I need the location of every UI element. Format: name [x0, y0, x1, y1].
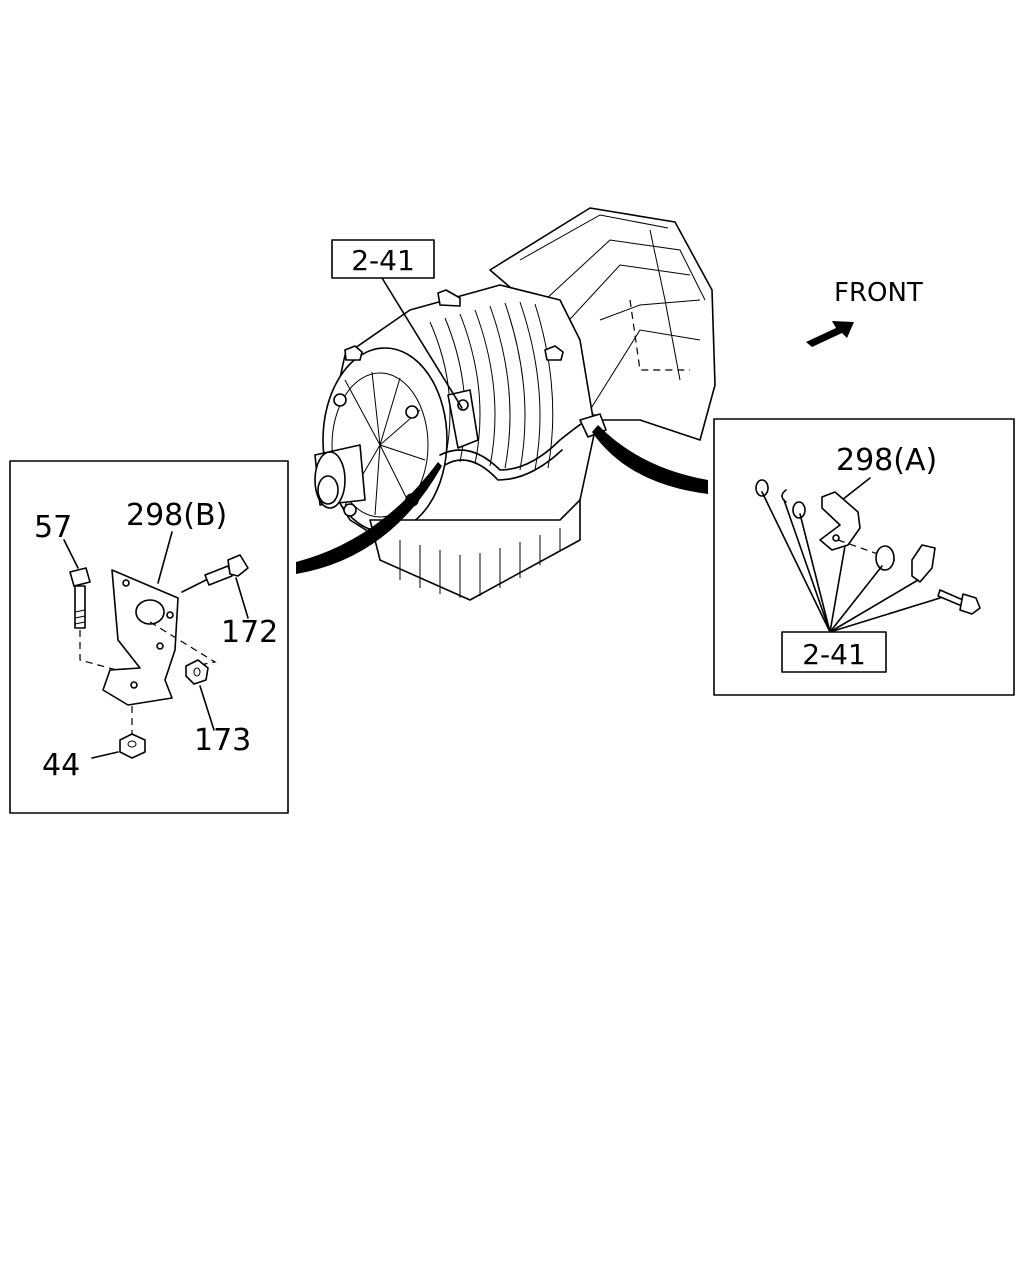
detail-a-callout: 2-41	[802, 638, 866, 671]
label-172: 172	[221, 615, 278, 650]
detail-b-title: 298(B)	[126, 498, 227, 533]
nut-44-icon	[119, 733, 146, 759]
nut-173-icon	[185, 659, 209, 685]
front-label: FRONT	[834, 278, 923, 308]
label-57: 57	[34, 510, 72, 545]
clamp-part-icon	[911, 544, 936, 583]
label-173: 173	[194, 723, 251, 758]
detail-a-callout-box	[781, 631, 887, 673]
link-to-detail-a	[592, 425, 708, 494]
spacer-part-icon	[875, 545, 895, 571]
bracket-a	[819, 491, 861, 551]
transmission-assembly	[314, 207, 716, 601]
washer-part-icon	[792, 501, 806, 519]
label-44: 44	[42, 748, 80, 783]
nut-part-icon	[755, 479, 769, 497]
main-callout: 2-41	[351, 244, 415, 277]
link-to-detail-b	[296, 462, 442, 574]
bolt-57-icon	[69, 567, 91, 587]
main-callout-leader	[381, 277, 463, 409]
detail-a-leaders	[761, 491, 941, 633]
main-callout-box	[331, 239, 435, 279]
detail-a-title: 298(A)	[836, 443, 937, 478]
bolt-172-icon	[204, 565, 233, 586]
front-arrow-icon	[806, 321, 854, 347]
